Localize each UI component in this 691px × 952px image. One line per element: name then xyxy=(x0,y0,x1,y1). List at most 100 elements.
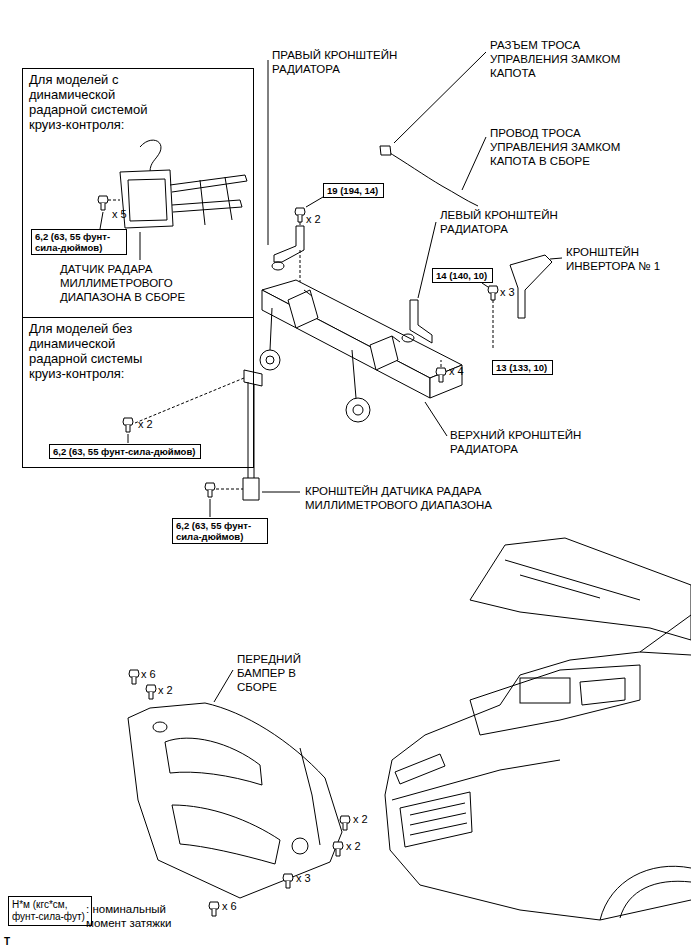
torque-spec-box: 19 (194, 14) xyxy=(323,183,384,198)
hood-lock-cable xyxy=(462,137,486,190)
inverter-bracket xyxy=(482,283,488,287)
bolt-icon xyxy=(129,670,139,684)
upper-radiator-support xyxy=(270,308,356,398)
bolt-icon xyxy=(209,902,219,916)
radar-sensor-assembly xyxy=(108,200,120,201)
bolt-icon xyxy=(123,418,133,432)
radar-sensor-bracket xyxy=(216,489,243,490)
inverter-bracket xyxy=(493,300,494,350)
vehicle-outline xyxy=(580,678,625,705)
torque-value: 6,2 (63, 55 фунт-сила-дюймов) xyxy=(35,231,123,253)
inverter-bracket xyxy=(510,255,552,318)
quantity-label: x 3 xyxy=(296,872,311,885)
part-label: РАЗЪЕМ ТРОСА УПРАВЛЕНИЯ ЗАМКОМ КАПОТА xyxy=(490,38,640,80)
legend-sample-box: Н*м (кгс*см, фунт-сила-фут) xyxy=(8,896,92,926)
bolt-icon xyxy=(205,483,215,497)
radar-sensor-assembly xyxy=(100,212,103,229)
radiator-brackets xyxy=(402,334,414,342)
quantity-label: x 6 xyxy=(222,900,237,913)
radiator-brackets xyxy=(306,197,323,207)
quantity-label: x 2 xyxy=(353,813,368,826)
torque-value: 13 (133, 10) xyxy=(496,362,549,373)
vehicle-outline xyxy=(385,795,691,920)
vehicle-outline xyxy=(505,560,640,600)
radar-sensor-bracket xyxy=(210,499,211,517)
hood-lock-cable xyxy=(385,150,478,206)
front-bumper xyxy=(300,748,320,845)
torque-value: 19 (194, 14) xyxy=(327,185,380,196)
panel-heading: Для моделей без динамической радарной си… xyxy=(23,318,163,384)
radar-sensor-bracket xyxy=(128,434,129,443)
quantity-label: x 2 xyxy=(346,840,361,853)
upper-radiator-support xyxy=(260,280,462,436)
vehicle-outline xyxy=(400,792,472,847)
bolt-icon xyxy=(333,842,343,856)
part-label: ВЕРХНИЙ КРОНШТЕЙН РАДИАТОРА xyxy=(450,428,600,456)
model-variant-panel: Для моделей без динамической радарной си… xyxy=(22,317,254,468)
radiator-brackets xyxy=(418,222,436,298)
radar-sensor-bracket xyxy=(262,492,300,493)
vehicle-outline xyxy=(395,754,445,784)
vehicle-outline xyxy=(620,881,691,918)
bolt-icon xyxy=(295,208,305,222)
vehicle-outline xyxy=(385,652,691,795)
hood-lock-cable xyxy=(380,52,486,206)
bolt-icon xyxy=(98,196,108,210)
front-bumper xyxy=(128,703,342,898)
vehicle-outline xyxy=(640,615,691,652)
front-bumper xyxy=(165,738,262,785)
part-label: ПЕРЕДНИЙ БАМПЕР В СБОРЕ xyxy=(237,652,319,694)
quantity-label: x 4 xyxy=(449,365,464,378)
radiator-brackets xyxy=(300,222,301,282)
part-label: ПРОВОД ТРОСА УПРАВЛЕНИЯ ЗАМКОМ КАПОТА В … xyxy=(490,126,645,168)
radar-sensor-bracket xyxy=(243,478,259,500)
figure-code: T xyxy=(4,936,10,948)
inverter-bracket xyxy=(550,258,562,259)
upper-radiator-support xyxy=(304,290,400,342)
radar-sensor-assembly xyxy=(172,200,242,212)
torque-value: 6,2 (63, 55 фунт-сила-дюймов) xyxy=(176,520,264,542)
front-bumper xyxy=(128,670,342,898)
bolt-icon xyxy=(129,670,350,916)
radar-sensor-assembly xyxy=(140,232,141,260)
part-label: ПРАВЫЙ КРОНШТЕЙН РАДИАТОРА xyxy=(272,48,412,76)
radar-sensor-bracket xyxy=(135,378,244,423)
radar-sensor-assembly xyxy=(140,140,161,172)
vehicle-outline xyxy=(410,803,467,835)
upper-radiator-support xyxy=(425,402,447,436)
part-label: КРОНШТЕЙН ИНВЕРТОРА № 1 xyxy=(566,245,661,273)
quantity-label: x 5 xyxy=(112,208,127,221)
quantity-label: x 2 xyxy=(158,684,173,697)
upper-radiator-support xyxy=(262,280,462,378)
vehicle-outline xyxy=(600,866,691,920)
radiator-brackets xyxy=(272,262,284,270)
front-bumper xyxy=(172,805,280,864)
quantity-label: x 2 xyxy=(306,213,321,226)
radar-sensor-assembly xyxy=(170,175,247,192)
vehicle-outline xyxy=(392,760,560,800)
upper-radiator-support xyxy=(370,336,398,370)
torque-value: Н*м (кгс*см, фунт-сила-фут) xyxy=(12,899,88,923)
bolt-icon xyxy=(340,816,350,830)
torque-spec-box: 14 (140, 10) xyxy=(432,268,493,283)
bolt-icon xyxy=(98,196,108,210)
front-bumper xyxy=(153,722,167,732)
upper-radiator-support xyxy=(353,405,363,415)
bolt-icon xyxy=(436,286,498,382)
radar-sensor-assembly xyxy=(128,179,167,221)
upper-radiator-support xyxy=(260,350,280,370)
part-label: КРОНШТЕЙН ДАТЧИКА РАДАРА МИЛЛИМЕТРОВОГО … xyxy=(305,484,535,512)
torque-spec-box: 6,2 (63, 55 фунт-сила-дюймов) xyxy=(31,229,127,255)
legend-text: : номинальный момент затяжки xyxy=(86,902,196,930)
vehicle-outline xyxy=(470,665,640,735)
front-bumper xyxy=(214,670,233,702)
bolt-icon xyxy=(436,368,446,382)
radiator-brackets xyxy=(268,60,436,343)
vehicle-outline xyxy=(385,538,691,920)
part-label: ДАТЧИК РАДАРА МИЛЛИМЕТРОВОГО ДИАПАЗОНА В… xyxy=(60,262,230,304)
torque-spec-box: 13 (133, 10) xyxy=(492,360,553,375)
part-label: ЛЕВЫЙ КРОНШТЕЙН РАДИАТОРА xyxy=(440,208,575,236)
bolt-icon xyxy=(146,685,156,699)
vehicle-outline xyxy=(470,538,691,640)
upper-radiator-support xyxy=(346,398,370,422)
